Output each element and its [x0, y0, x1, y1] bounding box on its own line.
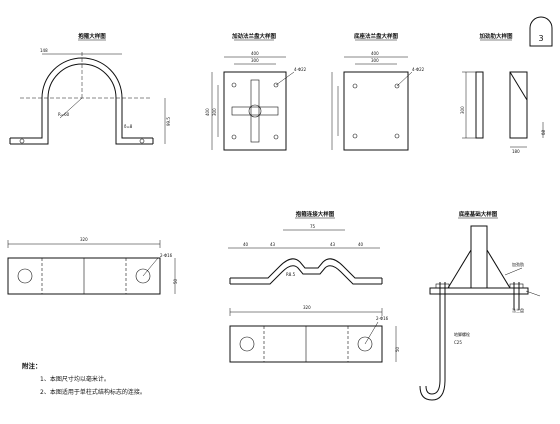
connector-mid-left: 43 [270, 242, 276, 247]
clamp-detail: 抱箍大样图 R=60 148 99.5 δ=8 [9, 32, 171, 145]
rib-plate-title: 加劲肋大样图 [478, 32, 513, 40]
sheet-number-marker: 3 [529, 16, 553, 47]
sheet-number: 3 [538, 34, 543, 43]
note-item-1: 1、本图尺寸均以毫米计。 [40, 375, 110, 383]
connector-plate-hole: 2-Φ16 [376, 316, 389, 321]
foundation-label-flange: 法兰盘 [512, 307, 524, 313]
rib-plate-height: 300 [460, 106, 465, 114]
base-flange-title: 底座法兰盘大样图 [353, 32, 399, 40]
base-flange-width: 400 [371, 51, 379, 56]
clamp-height: 99.5 [166, 117, 171, 126]
base-flange-detail: 底座法兰盘大样图 400 300 4-Φ22 [331, 32, 425, 151]
connector-mid-right: 43 [330, 242, 336, 247]
notes-block: 附注： 1、本图尺寸均以毫米计。 2、本图适用于单柱式结构标志的连接。 [22, 361, 146, 396]
connector-side-right: 40 [358, 242, 364, 247]
foundation-label-bolt: 地脚螺栓 [454, 331, 470, 337]
connector-plate-length: 320 [303, 305, 311, 310]
clamp-width: 148 [40, 48, 48, 53]
strap-plate-detail: 320 2-Φ16 50 [7, 237, 178, 295]
connector-total: 75 [310, 224, 316, 229]
stiffener-flange-height-inner: 300 [212, 108, 217, 116]
rib-plate-detail: 加劲肋大样图 300 180 δ8 [460, 32, 546, 154]
stiffener-flange-hole: 4-Φ22 [294, 67, 307, 72]
base-flange-hole: 4-Φ22 [412, 67, 425, 72]
stiffener-flange-width: 400 [251, 51, 259, 56]
foundation-detail: 底座基础大样图 加劲肋 法兰盘 地脚螺栓 C25 [419, 210, 541, 401]
connector-plate-detail: 320 2-Φ16 50 [229, 305, 400, 363]
clamp-radius: R=60 [58, 112, 70, 117]
rib-plate-thickness: δ8 [541, 130, 546, 135]
connector-radius: R8.5 [286, 272, 296, 277]
strap-plate-length: 320 [80, 237, 88, 242]
rib-plate-width: 180 [512, 149, 520, 154]
stiffener-flange-detail: 加劲法兰盘大样图 400 300 400 300 4-Φ22 [205, 32, 307, 151]
stiffener-flange-height: 400 [205, 108, 210, 116]
clamp-thickness: δ=8 [124, 124, 133, 129]
connector-side-left: 40 [243, 242, 249, 247]
note-item-2: 2、本图适用于单柱式结构标志的连接。 [40, 388, 146, 396]
stiffener-flange-title: 加劲法兰盘大样图 [231, 32, 277, 40]
clamp-title: 抱箍大样图 [78, 32, 106, 40]
notes-heading: 附注： [22, 361, 42, 370]
foundation-label-concrete: C25 [454, 340, 462, 345]
connector-plate-height: 50 [395, 346, 400, 352]
connector-clamp-detail: 抱箍连接大样图 75 40 43 43 40 R8.5 [228, 210, 383, 285]
strap-plate-height: 50 [173, 278, 178, 284]
connector-clamp-title: 抱箍连接大样图 [296, 210, 335, 218]
base-flange-inner: 300 [371, 58, 379, 63]
stiffener-flange-inner: 300 [251, 58, 259, 63]
foundation-title: 底座基础大样图 [458, 210, 498, 218]
foundation-label-rib: 加劲肋 [512, 261, 524, 267]
strap-plate-hole: 2-Φ16 [160, 253, 173, 258]
